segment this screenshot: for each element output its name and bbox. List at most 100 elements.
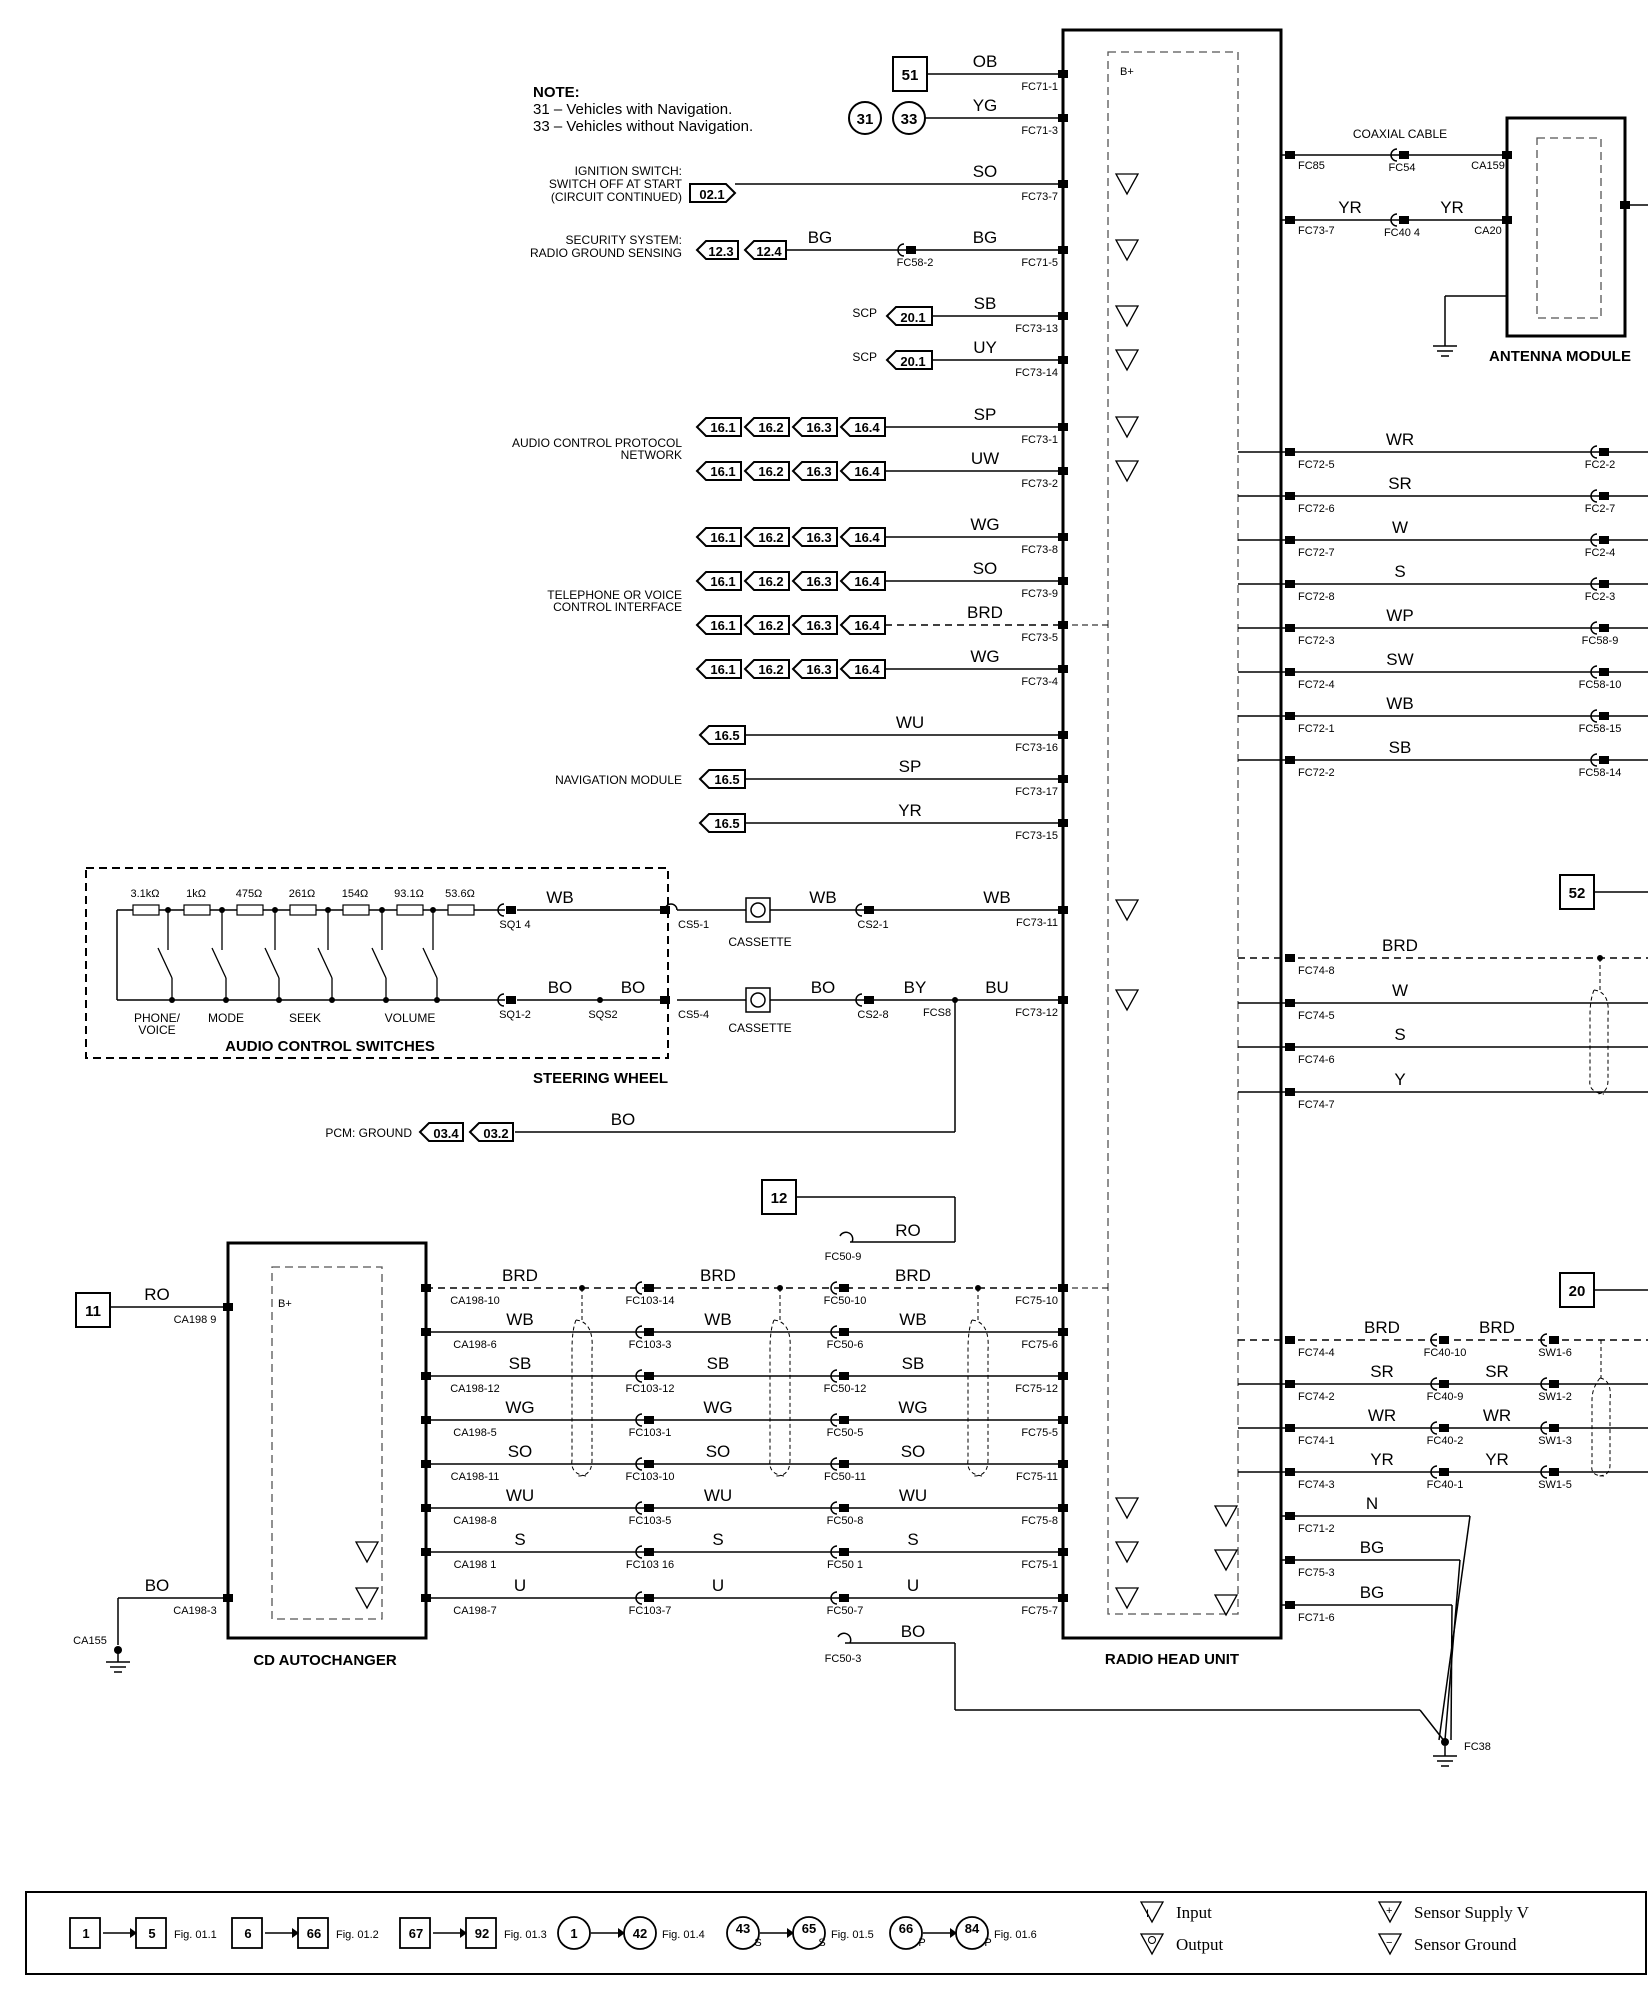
legend-from: 1 [570,1926,577,1941]
switch-seek-label: SEEK [289,1011,321,1025]
radio-pin-connector [1058,246,1068,254]
input-icon [1214,1549,1238,1571]
cd-autochanger-title: CD AUTOCHANGER [253,1652,397,1669]
cd-wire-code: BRD [502,1266,538,1285]
ignition-label-3: (CIRCUIT CONTINUED) [551,190,682,204]
network-ref-flag: 16.1 [710,530,735,545]
cd-connector [421,1416,431,1424]
antenna-module-title: ANTENNA MODULE [1489,348,1631,365]
left-wire-code: WU [896,713,924,732]
cd-wire-code: SO [901,1442,926,1461]
right-connector [1285,999,1295,1007]
legend-sub: S [754,1937,761,1949]
right-pin: FC72-6 [1298,503,1335,515]
right-pin: FC72-7 [1298,547,1335,559]
fc58-2-label: FC58-2 [897,257,934,269]
sq1-4-label: SQ1 4 [499,919,530,931]
network-ref-flag: 16.3 [806,464,831,479]
fc75-pin: FC75-8 [1021,1515,1058,1527]
bo-wire-label-a: BO [548,978,573,997]
svg-text:+: + [1386,1905,1392,1917]
signal-type-icon [1115,899,1139,921]
resistor-value: 154Ω [342,888,369,900]
legend-to: 65 [802,1921,816,1936]
left-wire-code: SP [899,757,922,776]
fc103-pin: FC103-1 [629,1427,672,1439]
ca198-pin: CA198-7 [453,1605,496,1617]
fcs8-label: FCS8 [923,1007,951,1019]
ca20-label: CA20 [1474,225,1502,237]
ca159-label: CA159 [1471,160,1505,172]
legend-fig: Fig. 01.4 [662,1929,705,1941]
scp-label-1: SCP [852,306,877,320]
ca198-3-label: CA198-3 [173,1605,216,1617]
left-wire-pin: FC73-13 [1015,323,1058,335]
far-pin: FC2-3 [1585,591,1616,603]
fc75-connector [1058,1328,1068,1336]
cd-wire-code: WU [704,1486,732,1505]
network-ref-flag: 16.1 [710,574,735,589]
left-wire-pin: FC73-15 [1015,830,1058,842]
by-wire-label: BY [904,978,927,997]
cs2-1-label: CS2-1 [857,919,888,931]
fc40-4-label: FC40 4 [1384,227,1420,239]
legend-from: 66 [899,1921,913,1936]
resistor-value: 3.1kΩ [130,888,159,900]
ca198-9-label: CA198 9 [174,1314,217,1326]
left-wire-code: SO [973,559,998,578]
fc50-pin: FC50-5 [827,1427,864,1439]
cd-connector [421,1594,431,1602]
fc103-pin: FC103-14 [626,1295,675,1307]
far-pin: FC58-10 [1579,679,1622,691]
radio-signal-icon [1115,1587,1139,1609]
radio-signal-icon [1115,1541,1139,1563]
right-wire-code: W [1392,981,1408,1000]
network-ref-flag: 16.1 [710,662,735,677]
note-line-1: 31 – Vehicles with Navigation. [533,101,732,118]
note-title: NOTE: [533,84,580,101]
legend-fig: Fig. 01.1 [174,1929,217,1941]
resistor-value: 93.1Ω [394,888,424,900]
legend-fig: Fig. 01.6 [994,1929,1037,1941]
left-wire-pin: FC71-5 [1021,257,1058,269]
box-12: 12 [771,1190,788,1207]
network-ref-flag: 16.3 [806,618,831,633]
switch-volume-label: VOLUME [385,1011,436,1025]
cd-wire-code: WG [898,1398,927,1417]
ref-20-1-b: 20.1 [900,354,925,369]
cd-connector [421,1328,431,1336]
fc50-pin: FC50-10 [824,1295,867,1307]
fc75-pin: FC75-11 [1016,1471,1058,1483]
ground-pin: FC71-6 [1298,1612,1335,1624]
radio-pin-connector [1058,180,1068,188]
bo-wire-label-c: BO [811,978,836,997]
left-wire-pin: FC73-7 [1021,191,1058,203]
radio-pin-connector [1058,356,1068,364]
left-wire-pin: FC73-9 [1021,588,1058,600]
cd-wire-code: WU [899,1486,927,1505]
ref-12-3: 12.3 [708,244,733,259]
cd-wire-code: WG [703,1398,732,1417]
cd-wire-code: SB [902,1354,925,1373]
fc73-7-ant-label: FC73-7 [1298,225,1335,237]
far-pin: SW1-5 [1538,1479,1572,1491]
legend-to: 66 [307,1926,321,1941]
sq1-2-label: SQ1-2 [499,1009,531,1021]
box-11: 11 [85,1303,101,1320]
left-wire-pin: FC73-4 [1021,676,1058,688]
left-wire-pin: FC73-17 [1015,786,1058,798]
input-icon [1214,1505,1238,1527]
right-wire-code: WR [1483,1406,1511,1425]
cd-wire-code: SO [706,1442,731,1461]
mid-pin: FC40-2 [1427,1435,1464,1447]
bo-wire-label-b: BO [621,978,646,997]
fc50-pin: FC50-6 [827,1339,864,1351]
cd-wire-code: WB [704,1310,731,1329]
network-ref-flag: 16.1 [710,464,735,479]
mid-pin: FC40-10 [1424,1347,1467,1359]
cd-wire-code: U [907,1576,919,1595]
